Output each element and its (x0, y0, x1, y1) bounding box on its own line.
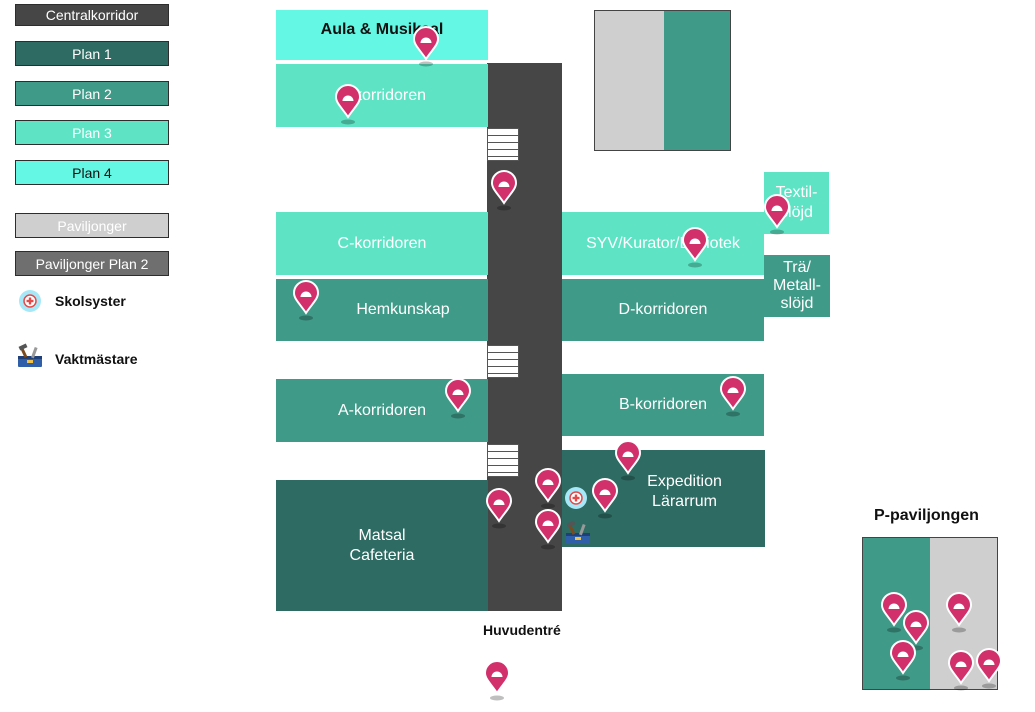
legend-plan2: Plan 2 (15, 81, 169, 106)
pavilion-section-plan2 (664, 11, 730, 150)
location-pin-icon[interactable] (974, 648, 1004, 690)
room-tra-metallslojd[interactable]: Trä/Metall-slöjd (764, 255, 830, 317)
main-entrance-label: Huvudentré (483, 622, 561, 638)
janitor-toolbox-icon[interactable] (564, 520, 592, 546)
legend-centralkorridor: Centralkorridor (15, 4, 169, 26)
location-pin-icon[interactable] (411, 26, 441, 68)
room-label: D-korridoren (618, 301, 708, 318)
room-label: Hemkunskap (356, 301, 450, 318)
location-pin-icon[interactable] (533, 468, 563, 510)
legend-plan4: Plan 4 (15, 160, 169, 185)
location-pin-icon[interactable] (482, 660, 512, 702)
room-label: Textil- (775, 184, 818, 201)
pavilion-section-paviljonger (595, 11, 664, 150)
room-label: Trä/ (783, 259, 811, 276)
location-pin-icon[interactable] (718, 376, 748, 418)
room-c-korridoren[interactable]: C-korridoren (276, 212, 488, 275)
room-label: SYV/Kurator/Bibliotek (586, 234, 740, 252)
stairs (487, 444, 519, 477)
room-label: C-korridoren (337, 234, 427, 252)
location-pin-icon[interactable] (888, 640, 918, 682)
location-pin-icon[interactable] (443, 378, 473, 420)
location-pin-icon[interactable] (680, 227, 710, 269)
room-label: B-korridoren (618, 396, 708, 413)
room-d-korridoren[interactable]: D-korridoren (562, 279, 764, 341)
legend-plan1: Plan 1 (15, 41, 169, 66)
location-pin-icon[interactable] (762, 194, 792, 236)
location-pin-icon[interactable] (590, 478, 620, 520)
location-pin-icon[interactable] (946, 650, 976, 692)
legend-vaktmastare: Vaktmästare (55, 351, 138, 367)
location-pin-icon[interactable] (944, 592, 974, 634)
location-pin-icon[interactable] (484, 488, 514, 530)
room-hemkunskap[interactable]: Hemkunskap (276, 279, 488, 341)
stairs (487, 345, 519, 378)
location-pin-icon[interactable] (879, 592, 909, 634)
janitor-toolbox-icon (16, 343, 44, 369)
legend-label: Centralkorridor (45, 7, 139, 23)
legend-plan3: Plan 3 (15, 120, 169, 145)
nurse-icon (18, 289, 42, 313)
room-label: Lärarrum (652, 492, 717, 510)
p-pavilion-title: P-paviljongen (874, 507, 979, 524)
location-pin-icon[interactable] (489, 170, 519, 212)
pavilion-top (594, 10, 731, 151)
legend-label: Paviljonger (57, 217, 127, 234)
legend-label: Paviljonger Plan 2 (35, 255, 149, 272)
legend-label: Plan 3 (72, 124, 112, 141)
room-label: A-korridoren (337, 401, 427, 419)
legend-label: Plan 2 (72, 85, 112, 102)
legend-paviljonger: Paviljonger (15, 213, 169, 238)
room-label: Matsal (358, 526, 406, 544)
stairs (487, 128, 519, 161)
room-label: Aula & Musiksal (320, 21, 444, 38)
location-pin-icon[interactable] (291, 280, 321, 322)
location-pin-icon[interactable] (333, 84, 363, 126)
room-label: slöjd (780, 295, 814, 312)
nurse-icon[interactable] (564, 486, 588, 510)
legend-skolsyster: Skolsyster (55, 293, 126, 309)
room-label: Expedition (647, 472, 722, 490)
room-aula-musiksal[interactable]: Aula & Musiksal (276, 10, 488, 60)
legend-label: Plan 4 (72, 164, 112, 181)
legend-label: Plan 1 (72, 45, 112, 62)
location-pin-icon[interactable] (533, 509, 563, 551)
room-e-korridoren[interactable]: E-korridoren (276, 64, 488, 127)
room-label: Metall- (772, 277, 821, 294)
location-pin-icon[interactable] (613, 440, 643, 482)
room-label: Cafeteria (349, 546, 415, 564)
room-syv-kurator-bibliotek[interactable]: SYV/Kurator/Bibliotek (562, 212, 764, 275)
legend-paviljonger-plan2: Paviljonger Plan 2 (15, 251, 169, 276)
